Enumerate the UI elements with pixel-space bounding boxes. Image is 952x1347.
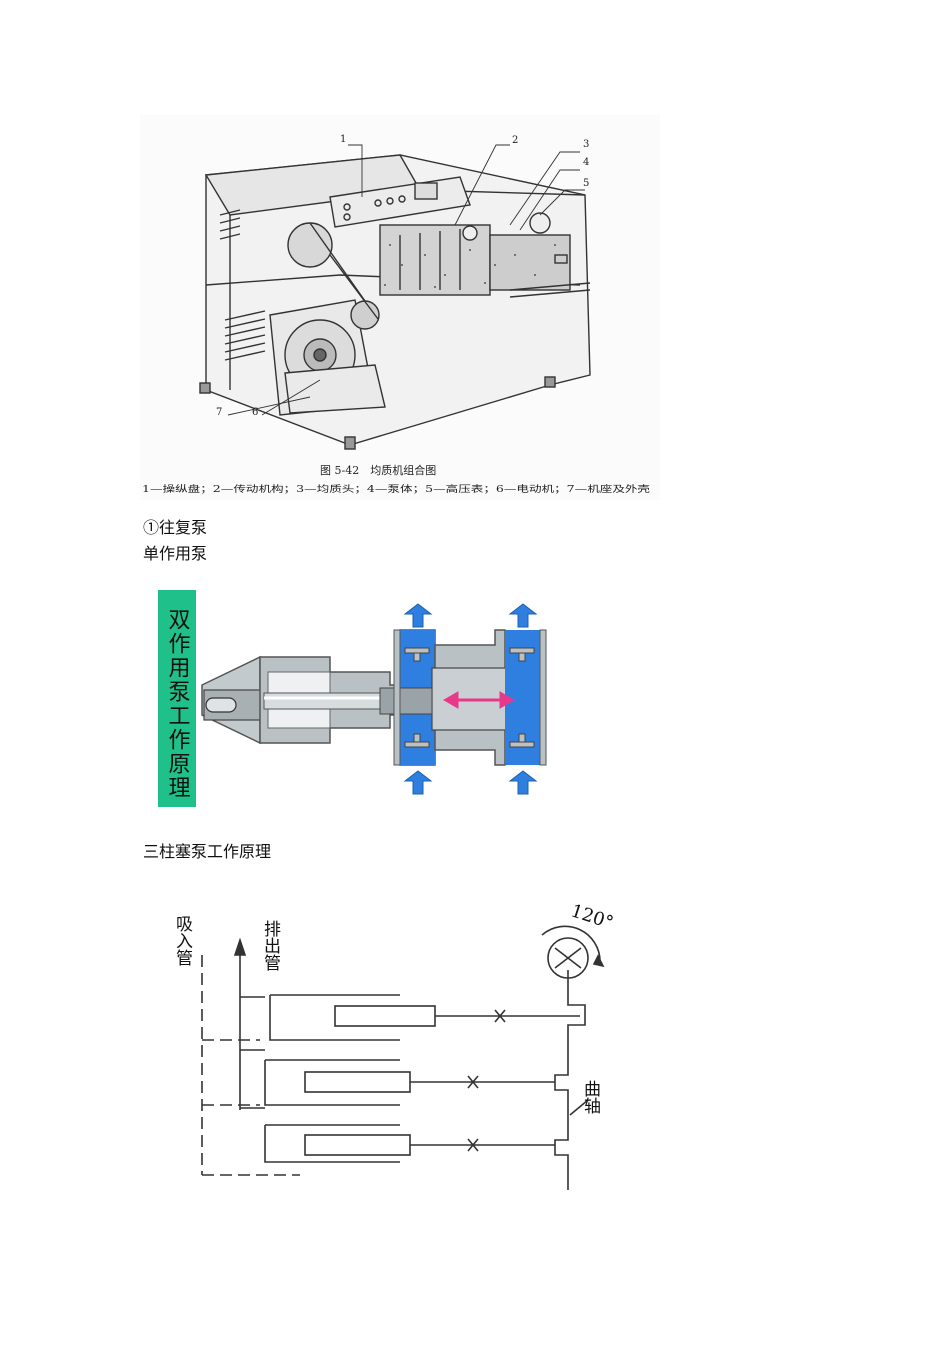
callout-6: 6 (252, 407, 258, 418)
crankshaft-label: 曲轴 (580, 1080, 601, 1114)
callout-1: 1 (340, 134, 346, 145)
three-plunger-heading: 三柱塞泵工作原理 (143, 842, 272, 861)
callout-3: 3 (583, 139, 589, 150)
callout-4: 4 (583, 157, 589, 168)
piston-motion-arrow (442, 691, 516, 709)
three-plunger-figure: 吸入管 排出管 曲轴 120° (170, 900, 630, 1195)
homogenizer-figure: 1 2 3 4 5 6 7 图 5-42 均质机组合图 1—操纵盘；2—传动机构… (140, 115, 660, 500)
inlet-arrow-right (508, 770, 538, 795)
callout-7: 7 (216, 407, 222, 418)
three-plunger-diagram: 吸入管 排出管 曲轴 120° (172, 900, 616, 1190)
double-acting-pump-figure: 双作用泵工作原理 (150, 590, 570, 815)
section-heading: ①往复泵 (143, 518, 208, 537)
figure1-title: 图 5-42 均质机组合图 (320, 463, 436, 477)
single-pump-label: 单作用泵 (143, 544, 208, 563)
inlet-arrow-left (403, 770, 433, 795)
callout-5: 5 (583, 178, 589, 189)
outlet-arrow-right (508, 603, 538, 628)
outlet-arrow-left (403, 603, 433, 628)
suction-pipe-label: 吸入管 (172, 915, 193, 966)
pump-label-box (158, 590, 196, 807)
callout-2: 2 (512, 135, 518, 146)
discharge-pipe-label: 排出管 (260, 920, 281, 971)
pump-label: 双作用泵工作原理 (165, 608, 191, 800)
homogenizer-drawing: 1 2 3 4 5 6 7 图 5-42 均质机组合图 1—操纵盘；2—传动机构… (140, 115, 660, 500)
double-acting-pump-diagram: 双作用泵工作原理 (158, 590, 547, 807)
phase-angle-label: 120° (568, 900, 616, 933)
figure1-caption: 1—操纵盘；2—传动机构；3—均质头；4—泵体；5—高压表；6—电动机；7—机座… (142, 483, 650, 495)
